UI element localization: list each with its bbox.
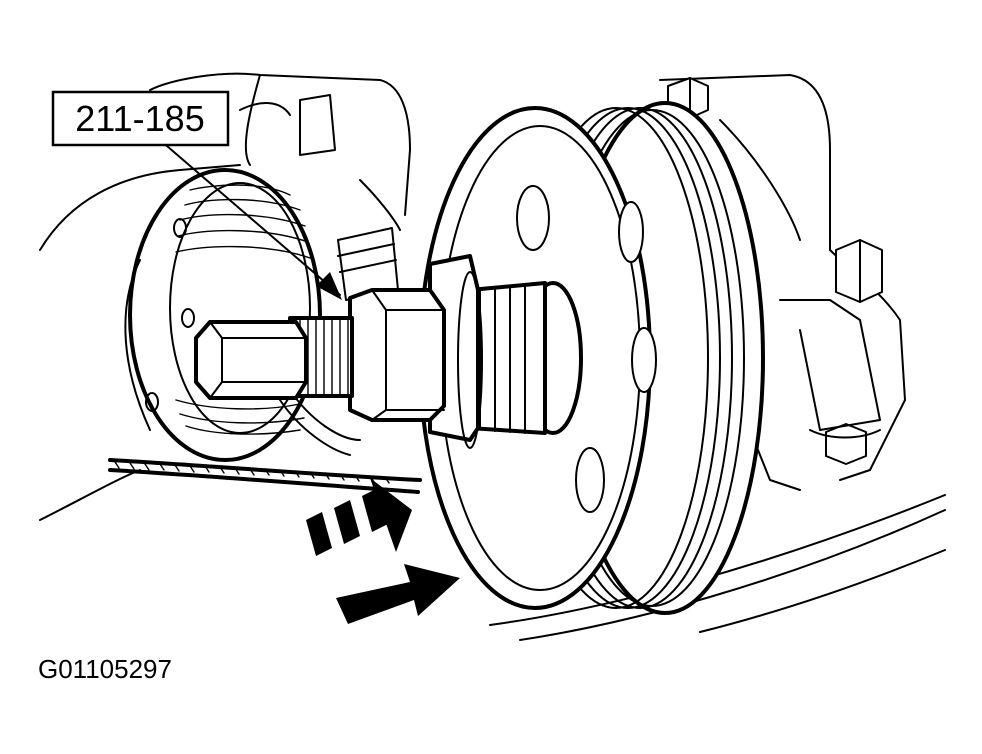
solid-direction-arrow xyxy=(336,564,460,624)
callout-label: 211-185 xyxy=(75,98,204,139)
callout-arrowhead xyxy=(316,272,342,300)
figure-id: G01105297 xyxy=(38,654,172,684)
mounting-bolt-right xyxy=(825,239,883,465)
dashed-direction-arrow xyxy=(306,478,412,556)
rear-accessory-pulley xyxy=(124,168,322,462)
pulley-remover-tool xyxy=(194,254,583,449)
tool-callout: 211-185 xyxy=(51,90,230,147)
callout-leader xyxy=(159,139,341,296)
